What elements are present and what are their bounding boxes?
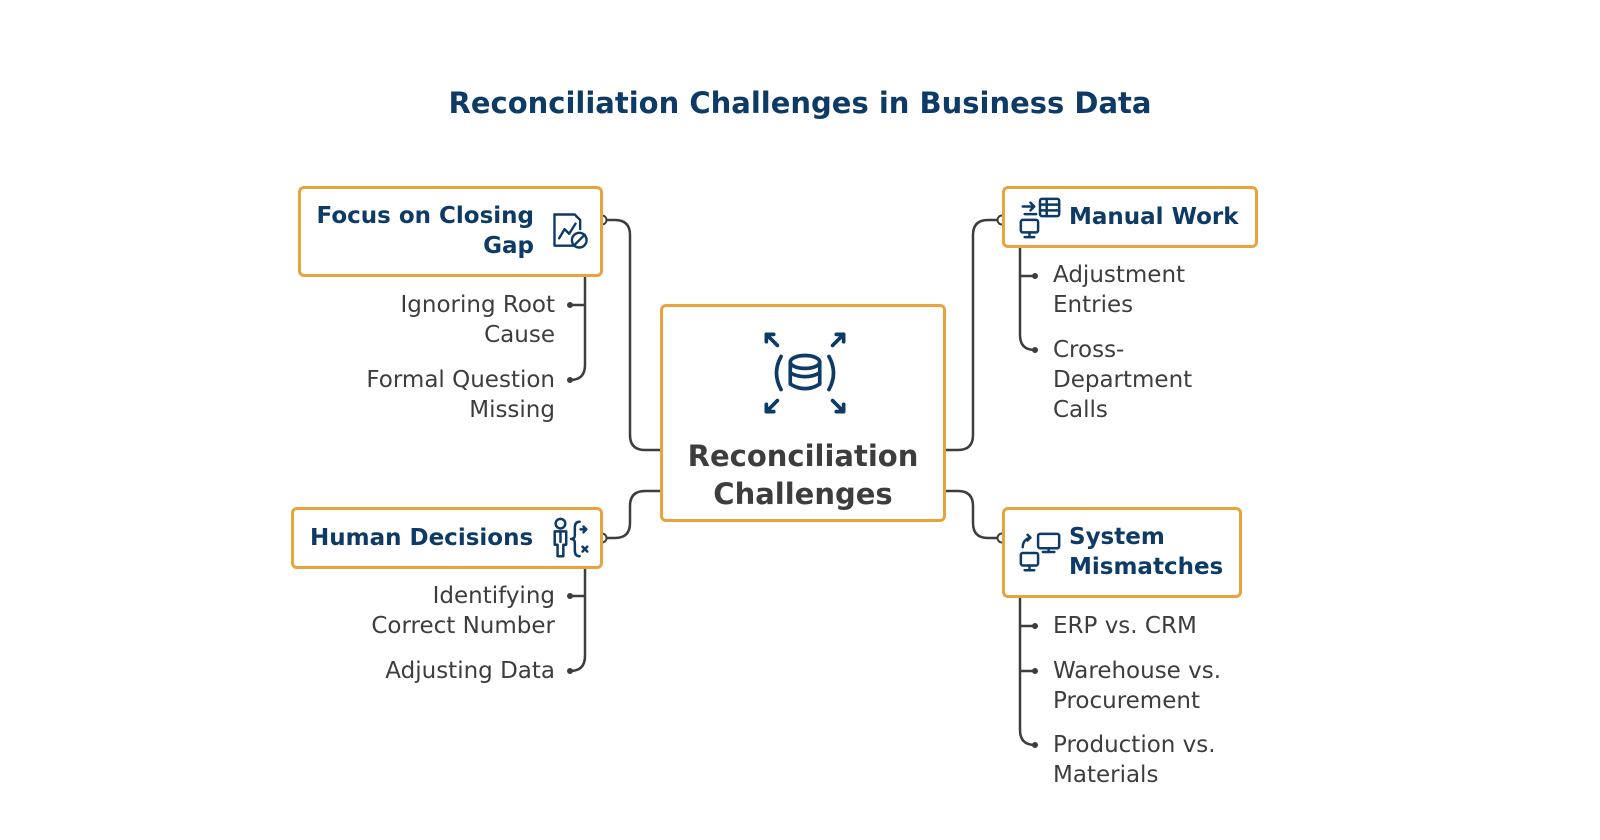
focus-item-1: Ignoring Root Cause	[400, 292, 555, 348]
focus-title-line1: Focus on Closing	[316, 203, 534, 229]
bullet-manual-1	[1032, 273, 1038, 279]
focus-title-line2: Gap	[483, 233, 534, 259]
connector-focus-items	[569, 274, 587, 382]
human-title: Human Decisions	[310, 525, 534, 551]
human-item-1: Identifying Correct Number	[371, 583, 555, 639]
system-title-line1: System	[1069, 524, 1165, 550]
focus-closing-gap-node: Focus on Closing Gap	[298, 186, 603, 277]
center-label-line1: Reconciliation	[687, 439, 919, 473]
person-decision-icon	[553, 517, 589, 558]
bullet-human-2	[567, 668, 573, 674]
system-item-1: ERP vs. CRM	[1053, 613, 1197, 639]
system-mismatches-node: System Mismatches	[1002, 507, 1242, 598]
connector-manual-items	[1018, 246, 1036, 352]
bullet-focus-1	[567, 302, 573, 308]
connector-center-focus	[602, 218, 660, 452]
diagram-title: Reconciliation Challenges in Business Da…	[448, 86, 1152, 120]
bullet-manual-2	[1032, 347, 1038, 353]
human-item-2: Adjusting Data	[385, 658, 555, 684]
manual-item-2: Cross- Department Calls	[1053, 337, 1193, 423]
connector-human-items	[569, 568, 587, 673]
database-expand-icon	[764, 332, 846, 414]
human-decisions-node: Human Decisions	[291, 507, 603, 569]
bullet-focus-2	[567, 377, 573, 383]
connector-center-system	[944, 489, 1002, 540]
system-item-3: Production vs. Materials	[1053, 732, 1216, 788]
bullet-system-1	[1032, 623, 1038, 629]
manual-item-1: Adjustment Entries	[1053, 262, 1186, 318]
center-node: Reconciliation Challenges	[660, 304, 946, 522]
focus-item-2: Formal Question Missing	[366, 367, 555, 423]
chart-blocked-icon	[553, 213, 588, 249]
connector-center-human	[602, 489, 660, 540]
manual-title: Manual Work	[1069, 204, 1239, 230]
system-title-line2: Mismatches	[1069, 554, 1224, 580]
system-item-2: Warehouse vs. Procurement	[1053, 658, 1222, 714]
computer-spreadsheet-icon	[1019, 197, 1061, 239]
bullet-system-3	[1032, 742, 1038, 748]
computers-sync-icon	[1019, 532, 1061, 572]
bullet-human-1	[567, 593, 573, 599]
bullet-system-2	[1032, 668, 1038, 674]
center-label-line2: Challenges	[713, 477, 893, 511]
connector-center-manual	[944, 218, 1002, 452]
manual-work-node: Manual Work	[1002, 186, 1258, 248]
